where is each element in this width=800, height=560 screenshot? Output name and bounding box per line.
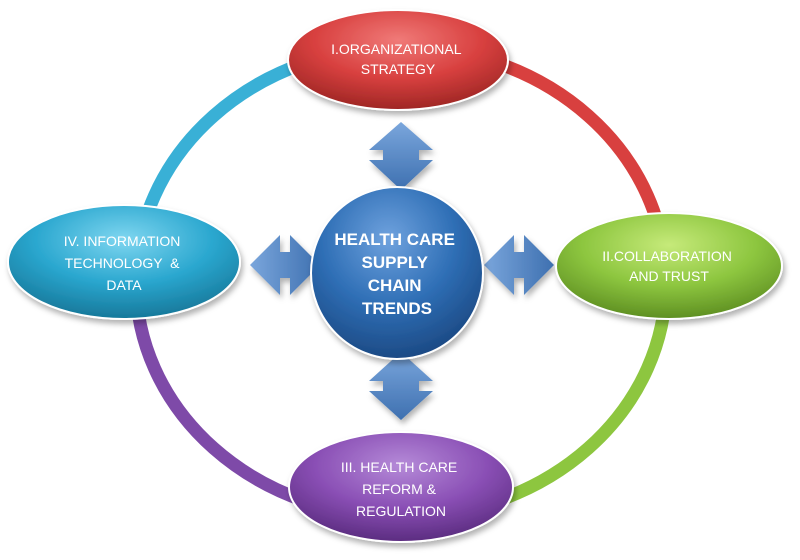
node-1-line-1: I.ORGANIZATIONAL <box>331 41 462 57</box>
node-collaboration-trust-ellipse <box>555 212 783 320</box>
center-hub: HEALTH CARE SUPPLY CHAIN TRENDS <box>310 186 484 360</box>
node-1-line-2: STRATEGY <box>361 61 436 77</box>
center-line-2: SUPPLY <box>362 253 429 272</box>
node-4-line-2: TECHNOLOGY & <box>65 255 181 271</box>
node-3-line-3: REGULATION <box>356 503 446 519</box>
node-health-care-reform-ellipse <box>288 431 514 543</box>
center-label: HEALTH CARE SUPPLY CHAIN TRENDS <box>334 230 459 318</box>
arrow-right-connector <box>484 235 554 295</box>
node-organizational-strategy: I.ORGANIZATIONAL STRATEGY <box>287 9 509 111</box>
connector-arrows <box>250 122 554 420</box>
center-circle <box>310 186 484 360</box>
center-line-1: HEALTH CARE <box>334 230 455 249</box>
arrow-top-connector <box>369 122 433 190</box>
arrow-bottom-connector <box>369 352 433 420</box>
node-organizational-strategy-label: I.ORGANIZATIONAL STRATEGY <box>331 41 465 77</box>
center-line-3: CHAIN <box>368 276 422 295</box>
node-information-technology: IV. INFORMATION TECHNOLOGY & DATA <box>7 204 241 320</box>
node-2-line-1: II.COLLABORATION <box>602 248 732 264</box>
node-health-care-reform: III. HEALTH CARE REFORM & REGULATION <box>288 431 514 543</box>
node-collaboration-trust-label: II.COLLABORATION AND TRUST <box>602 248 736 284</box>
node-health-care-reform-label: III. HEALTH CARE REFORM & REGULATION <box>341 459 461 519</box>
node-3-line-1: III. HEALTH CARE <box>341 459 457 475</box>
node-information-technology-ellipse <box>7 204 241 320</box>
node-2-line-2: AND TRUST <box>629 268 709 284</box>
node-4-line-3: DATA <box>106 277 142 293</box>
center-line-4: TRENDS <box>362 299 432 318</box>
node-4-line-1: IV. INFORMATION <box>64 233 181 249</box>
node-3-line-2: REFORM & <box>362 481 437 497</box>
node-collaboration-trust: II.COLLABORATION AND TRUST <box>555 212 783 320</box>
arrow-left-connector <box>250 235 320 295</box>
node-organizational-strategy-ellipse <box>287 9 509 111</box>
node-information-technology-label: IV. INFORMATION TECHNOLOGY & DATA <box>64 233 185 293</box>
